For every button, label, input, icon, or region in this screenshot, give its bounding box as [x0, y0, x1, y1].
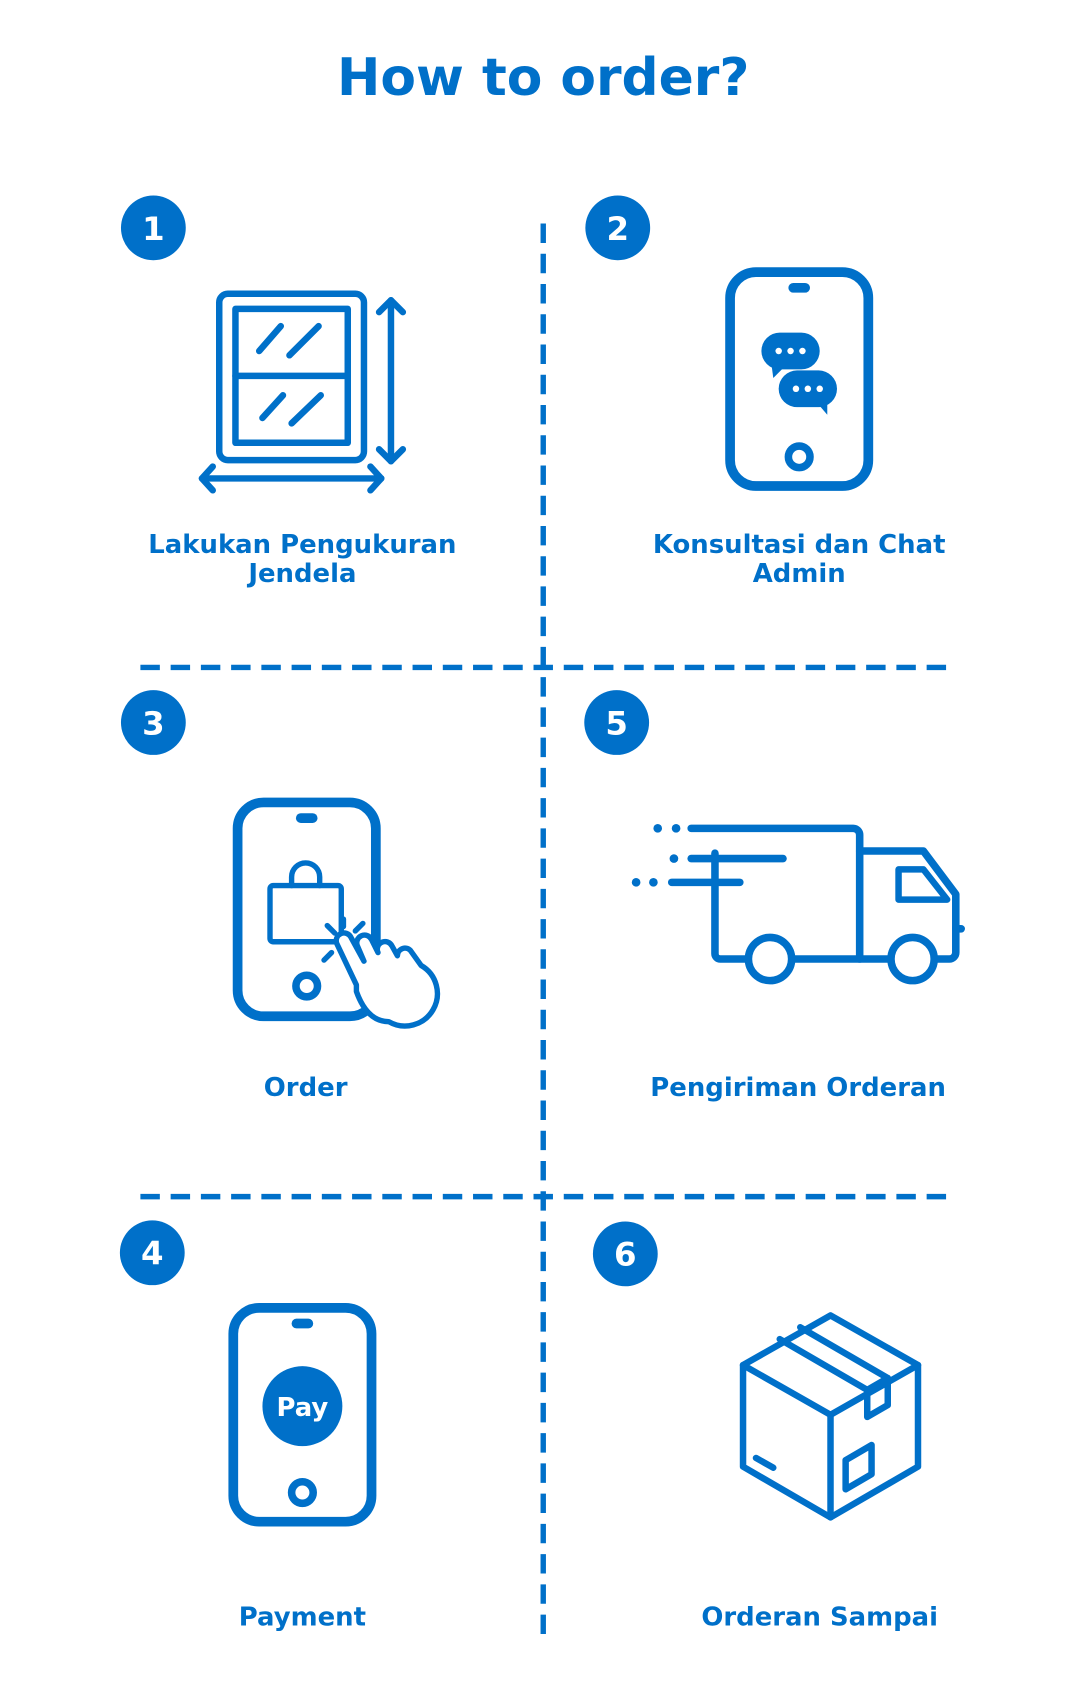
phone-pay-icon: Pay — [228, 1303, 377, 1527]
step-2-label-line-2: Admin — [753, 559, 846, 589]
svg-text:6: 6 — [614, 1236, 637, 1274]
step-6-label: Orderan Sampai — [701, 1602, 938, 1632]
step-badge-5: 5 — [584, 690, 650, 755]
step-badge-2: 2 — [585, 195, 651, 261]
step-badge-4: 4 — [119, 1220, 185, 1286]
package-box-icon — [739, 1312, 922, 1521]
step-badge-3: 3 — [120, 690, 186, 755]
step-1-label-line-2: Jendela — [246, 559, 356, 589]
svg-text:1: 1 — [142, 210, 165, 248]
step-badge-1: 1 — [120, 195, 186, 261]
svg-text:5: 5 — [605, 704, 628, 742]
page-title: How to order? — [337, 48, 749, 108]
phone-shopping-bag-icon — [232, 797, 441, 1029]
svg-text:3: 3 — [142, 704, 165, 742]
svg-text:2: 2 — [606, 210, 629, 248]
delivery-truck-icon — [631, 824, 965, 985]
step-4-label: Payment — [239, 1602, 366, 1632]
pay-text: Pay — [276, 1393, 328, 1423]
svg-text:4: 4 — [141, 1235, 164, 1273]
step-5-label: Pengiriman Orderan — [650, 1073, 946, 1103]
dividers — [140, 223, 951, 1637]
step-badge-6: 6 — [592, 1221, 658, 1287]
phone-chat-icon — [725, 267, 874, 491]
step-1-label-line-1: Lakukan Pengukuran — [148, 530, 456, 560]
step-3-label: Order — [264, 1073, 348, 1103]
step-2-label-line-1: Konsultasi dan Chat — [653, 530, 946, 560]
window-measure-icon — [198, 290, 407, 494]
